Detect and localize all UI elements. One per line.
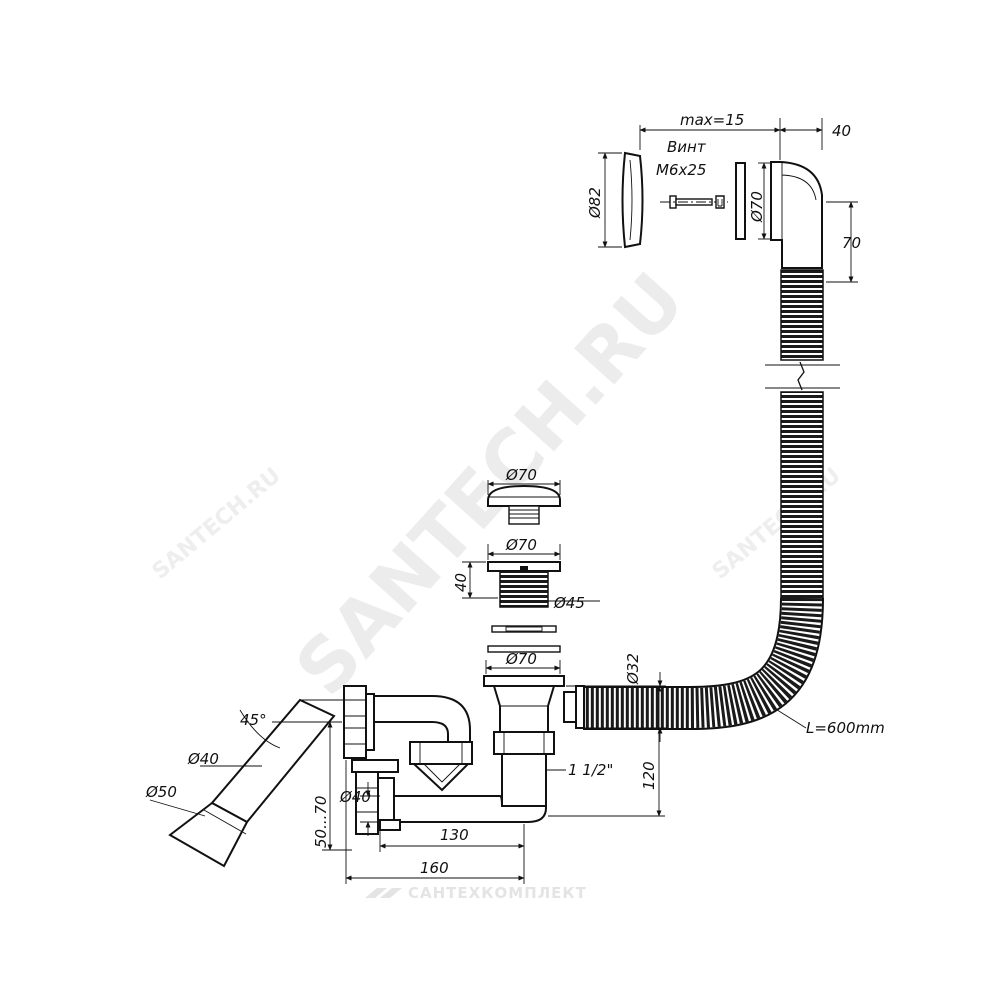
trap-nut bbox=[409, 741, 473, 765]
thread-size-dim: 1 1/2" bbox=[568, 761, 613, 779]
trap-depth-dim: 50...70 bbox=[312, 796, 330, 848]
trap-pipe-diameter-dim: Ø40 bbox=[187, 750, 219, 768]
cover-diameter-dim: Ø82 bbox=[586, 187, 604, 219]
screw-label-line2: М6х25 bbox=[656, 161, 706, 179]
overflow-screw bbox=[660, 195, 728, 209]
logo-mark-icon bbox=[365, 888, 402, 898]
overflow-cover bbox=[621, 151, 644, 249]
connecting-hose: L=600mm bbox=[583, 597, 885, 737]
flange-diameter-dim: Ø70 bbox=[505, 536, 537, 554]
watermark-logo: САНТЕХКОМПЛЕКТ bbox=[365, 884, 587, 902]
drain-thread-body bbox=[499, 570, 549, 608]
trap-angle-dim: 45° bbox=[240, 711, 267, 729]
drain-outlet-flange bbox=[483, 675, 565, 687]
watermark-main: SANTECH.RU bbox=[279, 257, 701, 712]
outlet-diameter-dim: Ø70 bbox=[505, 650, 537, 668]
cap-diameter-dim: Ø70 bbox=[505, 466, 537, 484]
trap-assembly: 45° Ø40 Ø50 Ø40 50...70 130 160 bbox=[145, 685, 547, 884]
trap-bowl bbox=[411, 763, 471, 792]
hose-break-symbol bbox=[765, 361, 840, 391]
trap-bottom-pipe bbox=[379, 795, 547, 823]
overflow-body bbox=[770, 161, 823, 269]
overflow-depth-dim: 40 bbox=[832, 122, 851, 140]
drain-cap bbox=[487, 484, 561, 507]
trap-connector-nut bbox=[343, 685, 367, 759]
trap-inlet-nut-top bbox=[351, 759, 399, 773]
drain-height-dim: 120 bbox=[640, 761, 658, 790]
watermark-left: SANTECH.RU bbox=[148, 463, 286, 584]
trap-outer-length-dim: 160 bbox=[420, 859, 449, 877]
hose-adapter bbox=[563, 691, 577, 723]
trap-upper-pipe bbox=[371, 695, 471, 743]
drain-washer bbox=[491, 625, 557, 633]
watermark-right: SANTECH.RU bbox=[708, 463, 846, 584]
overflow-gasket bbox=[735, 162, 746, 240]
overflow-hose-upper bbox=[780, 269, 824, 361]
thread-diameter-dim: Ø45 bbox=[553, 594, 585, 612]
overflow-max-dim: max=15 bbox=[680, 111, 744, 129]
trap-outlet-diameter-dim: Ø50 bbox=[145, 783, 177, 801]
overflow-hose-lower bbox=[780, 391, 824, 603]
hose-diameter-dim: Ø32 bbox=[624, 653, 642, 685]
watermark-logo-text: САНТЕХКОМПЛЕКТ bbox=[408, 884, 587, 902]
drain-outlet-body bbox=[492, 685, 556, 733]
overflow-assembly: max=15 40 Винт М6х25 Ø82 Ø70 70 bbox=[586, 111, 861, 603]
trap-outlet-sleeve bbox=[168, 801, 249, 868]
drain-gasket bbox=[487, 645, 561, 653]
overflow-drop-dim: 70 bbox=[842, 234, 861, 252]
drain-assembly: Ø70 Ø70 40 Ø45 Ø70 bbox=[452, 466, 666, 817]
body-height-dim: 40 bbox=[452, 573, 470, 592]
drain-vertical-pipe bbox=[501, 753, 547, 807]
gasket-diameter-dim: Ø70 bbox=[748, 191, 766, 223]
screw-label-line1: Винт bbox=[667, 138, 707, 156]
hose-length-dim: L=600mm bbox=[806, 719, 885, 737]
drain-nut bbox=[493, 731, 555, 755]
trap-inlet-diameter-dim: Ø40 bbox=[339, 788, 371, 806]
trap-inner-length-dim: 130 bbox=[440, 826, 469, 844]
